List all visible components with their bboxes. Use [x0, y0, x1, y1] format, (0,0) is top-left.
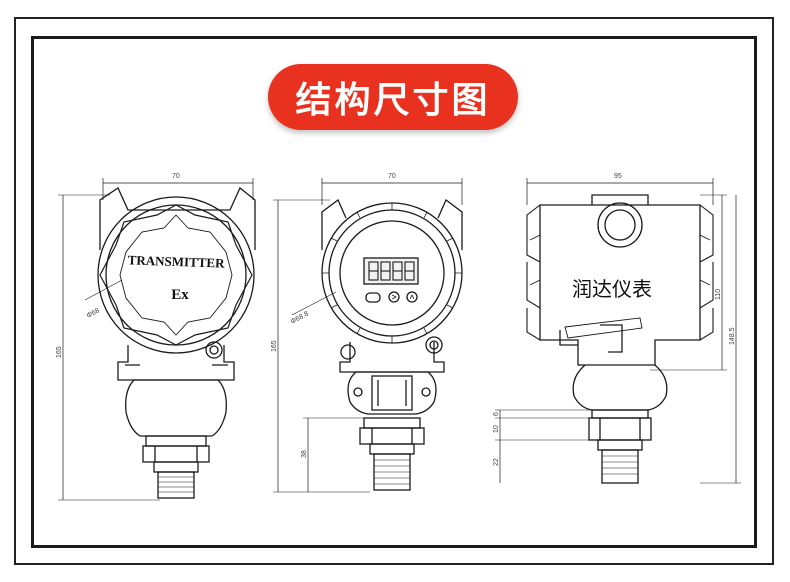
rear-c-label: 22: [493, 458, 500, 466]
rear-a-label: 6: [493, 412, 500, 416]
rear-body-label: 110: [715, 289, 722, 300]
side-height-label: 165: [271, 340, 278, 352]
rear-b-label: 10: [493, 425, 500, 433]
page-title: 结构尺寸图: [295, 80, 491, 121]
side-diameter-label: Φ68.8: [290, 311, 310, 326]
rear-width-label: 95: [614, 173, 622, 180]
rear-view: 95 110 148.5 6 10 22: [493, 173, 741, 484]
front-height-label: 165: [56, 346, 63, 358]
front-cover-text: TRANSMITTER Ex: [128, 252, 226, 303]
title-banner: 结构尺寸图: [268, 64, 518, 130]
keypad-buttons: [365, 291, 418, 303]
side-thread-label: 38: [301, 450, 308, 458]
front-diameter-label: Φ68: [86, 307, 101, 320]
front-view: 70 165 Φ68: [56, 173, 256, 501]
rear-total-label: 148.5: [729, 327, 736, 345]
side-view: 70 165 38 Φ68.8: [271, 173, 463, 493]
side-width-label: 70: [388, 173, 396, 180]
front-cover-line2: Ex: [171, 287, 189, 303]
front-width-label: 70: [172, 173, 180, 180]
outer-border: [14, 17, 774, 565]
lcd-digits: [368, 261, 415, 281]
brand-watermark: 润达仪表: [572, 277, 652, 301]
front-cover-line1: TRANSMITTER: [128, 252, 226, 270]
inner-border: [31, 36, 757, 548]
